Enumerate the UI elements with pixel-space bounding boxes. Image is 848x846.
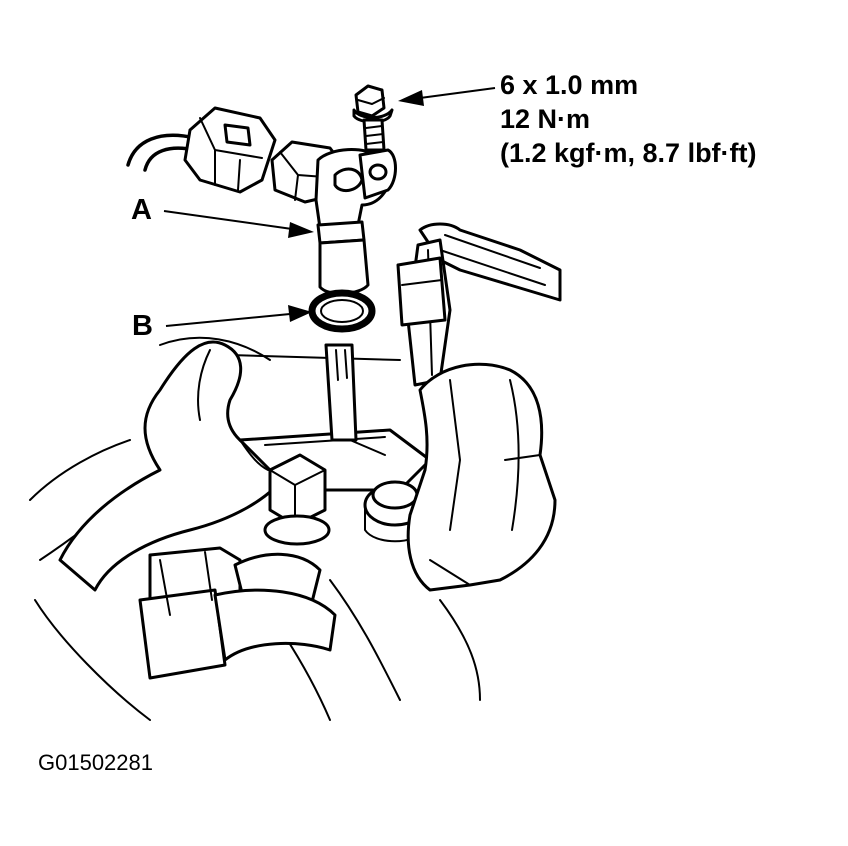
mounting-bolt	[263, 453, 331, 546]
callout-a-leader	[163, 210, 314, 238]
harness-connector	[183, 106, 277, 194]
callout-b-label: B	[132, 310, 153, 342]
left-hose	[58, 340, 292, 592]
bolt-torque-label: 12 N·m	[500, 104, 591, 134]
sensor-body	[270, 140, 397, 295]
figure-id: G01502281	[38, 750, 153, 775]
flange-bolt	[352, 84, 394, 152]
right-clamp	[406, 362, 557, 592]
callout-a-label: A	[131, 194, 152, 226]
bolt-torque-alt-label: (1.2 kgf·m, 8.7 lbf·ft)	[500, 138, 757, 168]
bolt-spec-leader	[398, 87, 496, 106]
lower-connector	[138, 546, 337, 680]
guide-rod	[324, 343, 386, 456]
right-pipe-harness	[396, 222, 562, 387]
o-ring	[308, 289, 376, 333]
bolt-size-label: 6 x 1.0 mm	[500, 70, 639, 100]
callout-b-leader	[165, 305, 312, 327]
